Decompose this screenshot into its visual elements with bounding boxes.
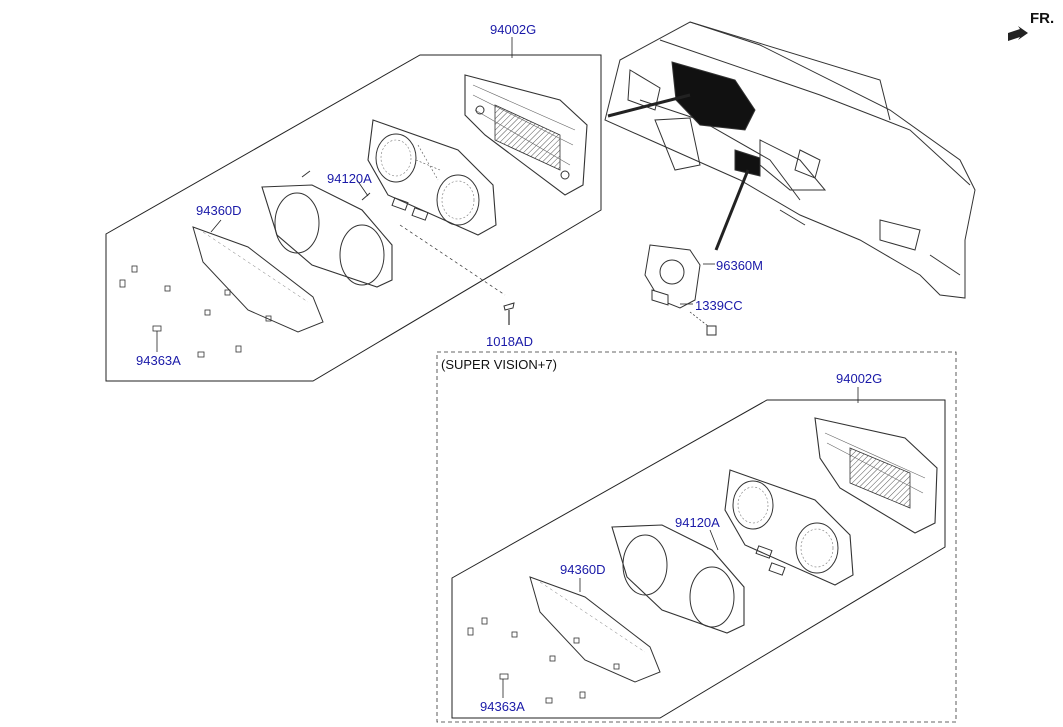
clips-top (119, 265, 272, 358)
dashboard-illustration (604, 21, 976, 299)
gauge-cluster-b (724, 469, 854, 586)
label-dash-nut: 1339CC (695, 298, 743, 313)
rear-housing-b (814, 417, 938, 534)
variant-label: (SUPER VISION+7) (441, 357, 557, 372)
label-top-screw: 1018AD (486, 334, 533, 349)
cluster-lens (261, 170, 393, 288)
label-top-bezel: 94360D (196, 203, 242, 218)
label-top-clip: 94363A (136, 353, 181, 368)
gauge-cluster (367, 119, 497, 236)
front-arrow-icon (1008, 26, 1028, 41)
bottom-group-frame (451, 399, 946, 719)
facia-plate (192, 226, 324, 333)
label-bottom-bezel: 94360D (560, 562, 606, 577)
rear-housing (464, 74, 588, 196)
facia-plate-b (529, 576, 661, 683)
top-group (105, 37, 602, 382)
top-group-frame (105, 54, 602, 382)
label-top-cluster: 94120A (327, 171, 372, 186)
bottom-group (436, 351, 957, 723)
cluster-lens-b (611, 524, 745, 634)
front-direction-label: FR. (1030, 10, 1055, 27)
label-bottom-assembly: 94002G (836, 371, 883, 386)
label-top-assembly: 94002G (490, 22, 537, 37)
clips-bottom (467, 617, 620, 704)
label-dash-module: 96360M (716, 258, 763, 273)
module-96360m (644, 244, 701, 309)
label-bottom-clip: 94363A (480, 699, 525, 714)
variant-box (436, 351, 957, 723)
label-bottom-cluster: 94120A (675, 515, 720, 530)
nut-1339cc (706, 325, 717, 336)
screw-1018ad (503, 302, 515, 325)
